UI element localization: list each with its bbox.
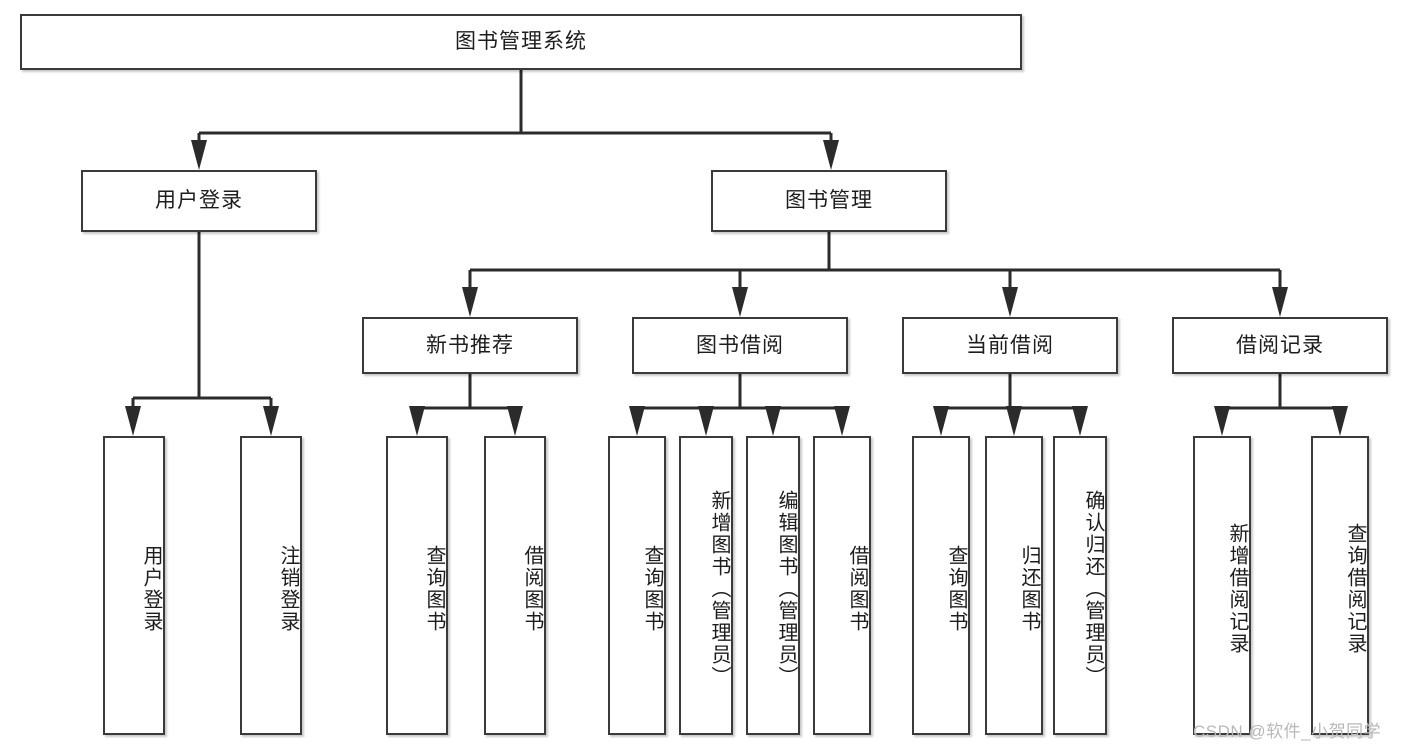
arrow-leaf-edit-book (765, 406, 781, 436)
node-leaf-user-login-label: 用户登录 (140, 544, 162, 633)
node-new-book-recommend[interactable]: 新书推荐 (362, 317, 578, 374)
arrow-leaf-borrow-recommend (507, 406, 523, 436)
arrow-leaf-user-login (125, 406, 141, 436)
node-book-borrow[interactable]: 图书借阅 (632, 317, 848, 374)
arrow-leaf-add-book (698, 406, 714, 436)
node-user-login[interactable]: 用户登录 (81, 170, 317, 232)
node-leaf-query-book-borrow-label: 查询图书 (641, 544, 663, 633)
node-leaf-query-book-current-label: 查询图书 (945, 544, 967, 633)
arrow-leaf-query-borrow (629, 406, 645, 436)
arrow-user-login (191, 140, 207, 170)
node-leaf-user-login[interactable]: 用户登录 (103, 436, 165, 735)
node-leaf-logout[interactable]: 注销登录 (240, 436, 302, 735)
arrow-leaf-query-recommend (409, 406, 425, 436)
node-leaf-query-book-current[interactable]: 查询图书 (912, 436, 970, 735)
node-user-login-label: 用户登录 (155, 189, 243, 213)
node-leaf-confirm-return-admin-label: 确认归还（管理员） (1082, 489, 1104, 688)
node-leaf-borrow-book-label: 借阅图书 (846, 544, 868, 633)
node-book-manage[interactable]: 图书管理 (711, 170, 947, 232)
node-current-borrow-label: 当前借阅 (966, 333, 1054, 357)
arrow-borrow-record (1272, 287, 1288, 317)
arrow-current-borrow (1002, 287, 1018, 317)
node-leaf-logout-label: 注销登录 (277, 544, 299, 633)
node-leaf-query-borrow-record[interactable]: 查询借阅记录 (1311, 436, 1369, 735)
node-leaf-borrow-book-recommend[interactable]: 借阅图书 (484, 436, 546, 735)
csdn-watermark: CSDN @软件_小贺同学 (1193, 722, 1382, 741)
arrow-leaf-confirm-return (1072, 406, 1088, 436)
node-leaf-borrow-book[interactable]: 借阅图书 (813, 436, 871, 735)
arrow-book-manage (823, 140, 839, 170)
node-book-borrow-label: 图书借阅 (696, 333, 784, 357)
arrow-leaf-borrow-book (834, 406, 850, 436)
node-borrow-record[interactable]: 借阅记录 (1172, 317, 1388, 374)
node-root[interactable]: 图书管理系统 (20, 14, 1022, 70)
node-borrow-record-label: 借阅记录 (1236, 333, 1324, 357)
node-leaf-query-book-recommend[interactable]: 查询图书 (386, 436, 448, 735)
node-leaf-add-book-admin-label: 新增图书（管理员） (708, 489, 730, 688)
arrow-leaf-add-record (1214, 406, 1230, 436)
node-leaf-return-book-label: 归还图书 (1018, 544, 1040, 633)
node-leaf-add-borrow-record[interactable]: 新增借阅记录 (1193, 436, 1251, 735)
node-leaf-return-book[interactable]: 归还图书 (985, 436, 1043, 735)
node-leaf-add-borrow-record-label: 新增借阅记录 (1226, 522, 1248, 655)
node-leaf-query-borrow-record-label: 查询借阅记录 (1344, 522, 1366, 655)
arrow-leaf-query-current (933, 406, 949, 436)
node-leaf-borrow-book-recommend-label: 借阅图书 (521, 544, 543, 633)
arrow-leaf-query-record (1332, 406, 1348, 436)
node-leaf-add-book-admin[interactable]: 新增图书（管理员） (679, 436, 733, 735)
node-leaf-edit-book-admin-label: 编辑图书（管理员） (775, 489, 797, 688)
node-leaf-query-book-borrow[interactable]: 查询图书 (608, 436, 666, 735)
node-leaf-query-book-recommend-label: 查询图书 (423, 544, 445, 633)
node-root-label: 图书管理系统 (455, 30, 587, 54)
node-leaf-edit-book-admin[interactable]: 编辑图书（管理员） (746, 436, 800, 735)
arrow-leaf-logout (263, 406, 279, 436)
node-book-manage-label: 图书管理 (785, 189, 873, 213)
arrow-leaf-return-book (1006, 406, 1022, 436)
arrow-book-borrow (732, 287, 748, 317)
arrow-recommend (462, 287, 478, 317)
node-current-borrow[interactable]: 当前借阅 (902, 317, 1118, 374)
node-leaf-confirm-return-admin[interactable]: 确认归还（管理员） (1053, 436, 1107, 735)
node-new-book-recommend-label: 新书推荐 (426, 333, 514, 357)
